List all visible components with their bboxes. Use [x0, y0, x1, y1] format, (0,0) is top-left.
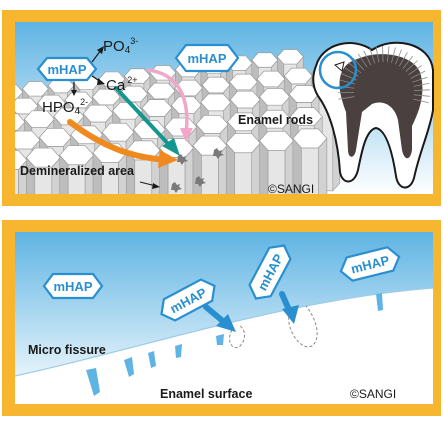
mhap-badge-bottom-1: mHAP [44, 274, 102, 298]
copyright-top: ©SANGI [268, 182, 314, 196]
enamel-rods-label: Enamel rods [238, 113, 313, 127]
enamel-rod [93, 143, 127, 222]
mhap-label: mHAP [47, 62, 86, 77]
enamel-rod [26, 148, 60, 227]
mhap-badge-top-left: mHAP [38, 58, 96, 80]
micro-fissure-label: Micro fissure [28, 343, 106, 357]
copyright-bottom: ©SANGI [350, 387, 396, 401]
bottom-panel: mHAP mHAP mHAP mHAP Micro fissure Enamel… [2, 220, 441, 416]
enamel-surface-label: Enamel surface [160, 387, 252, 401]
mhap-label: mHAP [187, 51, 226, 66]
demineralized-area-label: Demineralized area [20, 164, 135, 178]
mhap-label: mHAP [53, 279, 92, 294]
mhap-badge-top-right: mHAP [176, 45, 238, 71]
enamel-rod [60, 146, 94, 225]
